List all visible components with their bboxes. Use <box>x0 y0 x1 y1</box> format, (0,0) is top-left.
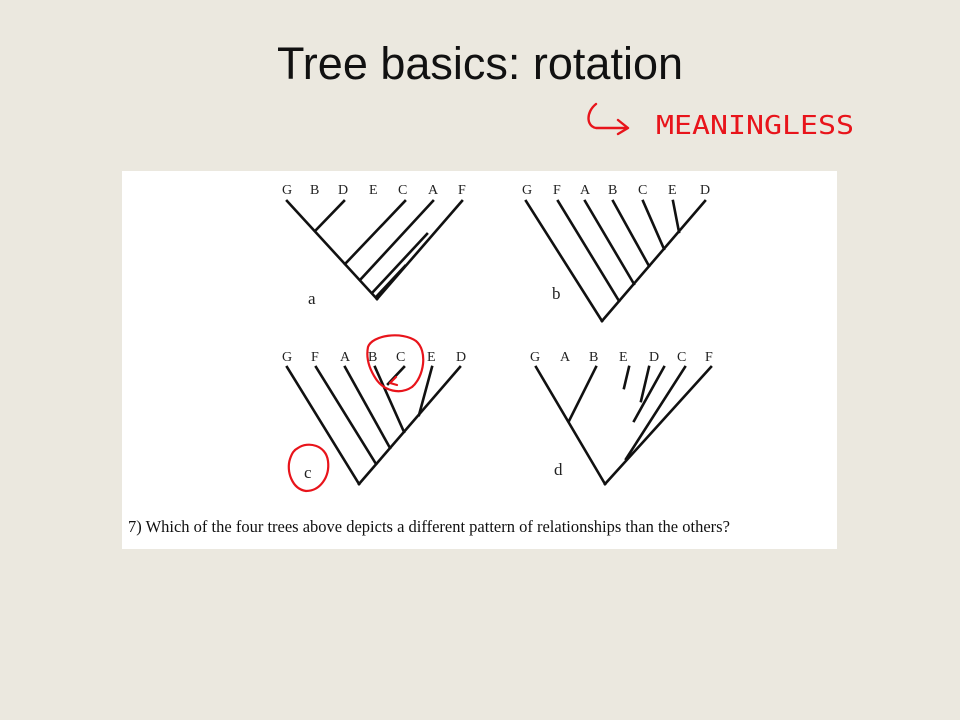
tree-c-tip: E <box>427 350 436 365</box>
tree-a-tip: B <box>310 183 319 198</box>
tree-c-tip: A <box>340 350 351 365</box>
tree-d-tip: F <box>705 350 713 365</box>
tree-d-tip: E <box>619 350 628 365</box>
tree-d-tip: C <box>677 350 686 365</box>
tree-figure: G B D E C A F a G F A B C E D b G F A B … <box>122 171 837 549</box>
tree-a-tip: D <box>338 183 348 198</box>
tree-b-tip: C <box>638 183 647 198</box>
tree-a-tip: E <box>369 183 378 198</box>
tree-b-branches <box>524 199 707 323</box>
tree-b-tip: D <box>700 183 710 198</box>
tree-a-letter: a <box>308 289 316 308</box>
circle-c-annotation <box>287 443 330 493</box>
tree-a-tip: C <box>398 183 407 198</box>
slide-title: Tree basics: rotation <box>276 38 683 89</box>
circle-bc-annotation <box>366 334 425 393</box>
tree-a-tip: A <box>428 183 439 198</box>
question-text: 7) Which of the four trees above depicts… <box>128 517 730 536</box>
tree-d-branches <box>534 365 713 486</box>
tree-diagrams: G B D E C A F a G F A B C E D b G F A B … <box>282 183 713 493</box>
tree-c-branches <box>285 365 462 486</box>
tree-c-tip: D <box>456 350 466 365</box>
tree-c-letter: c <box>304 463 312 482</box>
tree-d-letter: d <box>554 460 563 479</box>
tree-d-tip: D <box>649 350 659 365</box>
tree-b-tip: B <box>608 183 617 198</box>
tree-c-tip: F <box>311 350 319 365</box>
annotation-text: MEANINGLESS <box>656 111 854 141</box>
handwritten-annotation: MEANINGLESS <box>587 102 854 141</box>
tree-b-tip: E <box>668 183 677 198</box>
tree-d-tip: G <box>530 350 540 365</box>
tree-b-letter: b <box>552 284 561 303</box>
tree-b-tip: G <box>522 183 532 198</box>
hook-arrow-icon <box>587 102 628 130</box>
tree-a-tip: F <box>458 183 466 198</box>
tree-c-tip: C <box>396 350 405 365</box>
tree-c-tip: G <box>282 350 292 365</box>
tree-a-tip: G <box>282 183 292 198</box>
tree-c-tip: B <box>368 350 377 365</box>
tree-d-tip: B <box>589 350 598 365</box>
arrow-to-node-annotation <box>388 375 399 387</box>
arrow-head-icon <box>616 118 630 136</box>
tree-a-branches <box>285 199 464 301</box>
tree-b-tip: A <box>580 183 591 198</box>
tree-b-tip: F <box>553 183 561 198</box>
tree-d-tip: A <box>560 350 571 365</box>
